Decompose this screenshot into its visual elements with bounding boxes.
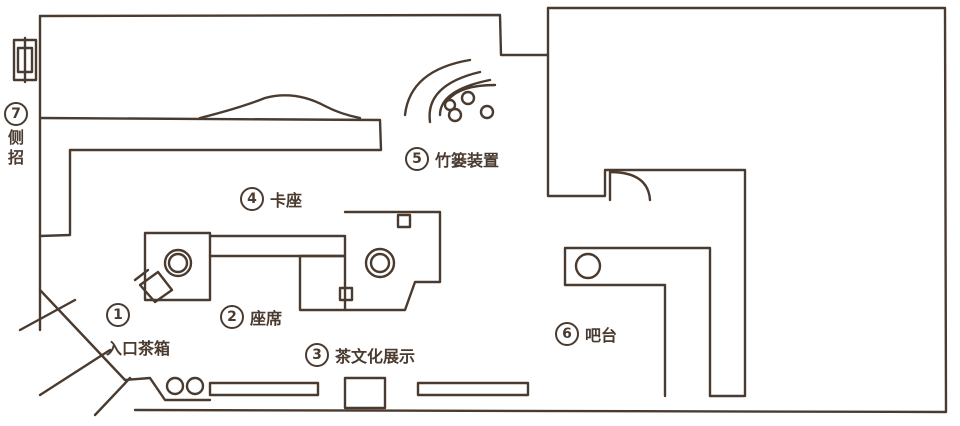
outer-wall-top — [38, 13, 550, 57]
label-seating: 2 座席 — [220, 305, 282, 329]
side-sign — [12, 36, 38, 84]
label-number: 4 — [240, 187, 264, 211]
label-number: 3 — [305, 343, 329, 367]
door-swing — [608, 170, 652, 202]
label-side-sign: 7 侧招 — [4, 102, 28, 168]
label-number: 1 — [106, 303, 130, 327]
display-shelf — [208, 381, 320, 397]
bamboo-installation — [403, 58, 497, 124]
label-text: 竹篓装置 — [435, 151, 500, 170]
label-text: 茶文化展示 — [335, 347, 416, 366]
entrance-wall — [18, 288, 212, 417]
right-building — [133, 6, 948, 414]
label-text: 入口茶箱 — [106, 339, 171, 358]
bar-seat — [574, 252, 602, 280]
label-number: 7 — [4, 102, 28, 126]
label-number: 5 — [405, 147, 429, 171]
label-text: 座席 — [250, 309, 283, 328]
label-booth: 4 卡座 — [240, 187, 302, 211]
display-jar — [165, 376, 185, 396]
entrance-tea-box — [133, 268, 174, 304]
bar-counter — [563, 246, 712, 398]
seat-table-2 — [298, 210, 442, 312]
label-text: 侧招 — [8, 128, 25, 167]
label-number: 2 — [220, 305, 244, 329]
seat-table-1 — [143, 231, 212, 302]
bamboo-basket — [447, 107, 463, 123]
label-text: 卡座 — [270, 191, 303, 210]
label-number: 6 — [555, 322, 579, 346]
label-bamboo-installation: 5 竹篓装置 — [405, 147, 499, 171]
inner-wall — [38, 116, 383, 238]
label-bar-counter: 6 吧台 — [555, 322, 617, 346]
label-entrance-tea-box: 1 入口茶箱 — [106, 303, 170, 359]
bench — [208, 234, 347, 258]
right-building-inner — [546, 6, 747, 398]
label-text: 吧台 — [585, 326, 618, 345]
hill-shape — [198, 94, 362, 120]
label-tea-culture-display: 3 茶文化展示 — [305, 343, 415, 367]
